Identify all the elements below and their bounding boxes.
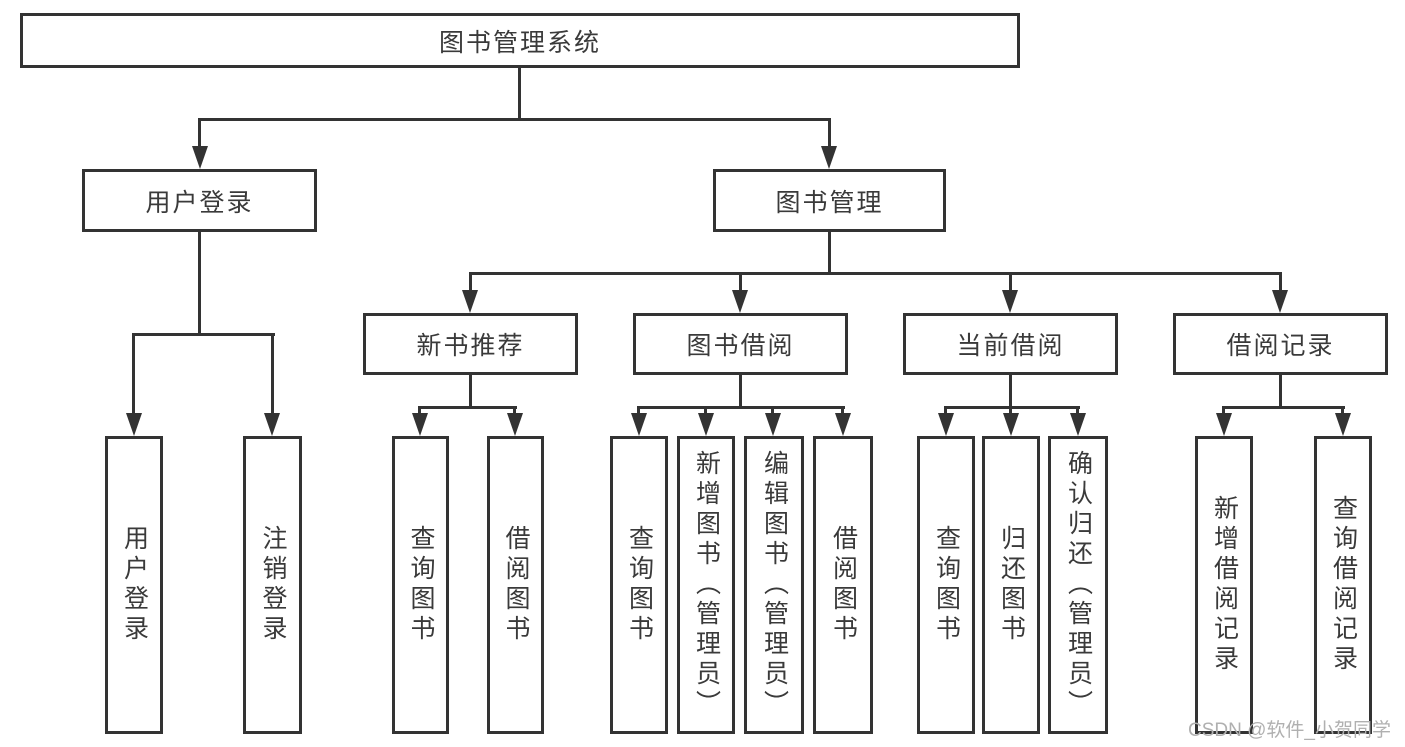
node-user-login: 用户登录 <box>82 169 317 232</box>
arrow-down-icon <box>507 413 523 436</box>
arrow-down-icon <box>1070 413 1086 436</box>
connector-book-mgmt-stem <box>828 232 831 275</box>
arrow-down-icon <box>835 413 851 436</box>
connector-branch-line <box>944 406 1080 409</box>
arrow-down-icon <box>765 413 781 436</box>
node-leaf-query-books-borrow: 查询图书 <box>610 436 668 734</box>
connector-stem <box>469 375 472 409</box>
connector-stub <box>469 272 472 292</box>
connector-branch-line <box>637 406 845 409</box>
connector-stub <box>739 272 742 292</box>
arrow-down-icon <box>126 413 142 436</box>
connector-stub <box>771 406 774 416</box>
connector-user-login-branch-line <box>133 333 275 336</box>
node-leaf-edit-book-admin: 编辑图书（管理员） <box>744 436 804 734</box>
connector-stub <box>132 333 135 416</box>
connector-stub <box>944 406 947 416</box>
arrow-down-icon <box>1335 413 1351 436</box>
connector-stub <box>637 406 640 416</box>
node-leaf-logout: 注销登录 <box>243 436 302 734</box>
connector-stub <box>1279 272 1282 292</box>
node-leaf-query-books-recommend: 查询图书 <box>392 436 449 734</box>
connector-stub <box>513 406 516 416</box>
node-leaf-add-borrow-record: 新增借阅记录 <box>1195 436 1253 734</box>
connector-user-login-stub <box>198 118 201 148</box>
arrow-down-icon <box>462 290 478 313</box>
connector-stub <box>1009 272 1012 292</box>
connector-stub <box>841 406 844 416</box>
node-leaf-add-book-admin: 新增图书（管理员） <box>677 436 735 734</box>
arrow-down-icon <box>1002 290 1018 313</box>
node-leaf-user-login: 用户登录 <box>105 436 163 734</box>
arrow-down-icon <box>732 290 748 313</box>
node-leaf-borrow-books: 借阅图书 <box>813 436 873 734</box>
node-leaf-query-books-current: 查询图书 <box>917 436 975 734</box>
arrow-down-icon <box>698 413 714 436</box>
arrow-down-icon <box>1272 290 1288 313</box>
node-book-borrow: 图书借阅 <box>633 313 848 375</box>
arrow-down-icon <box>631 413 647 436</box>
node-borrow-records: 借阅记录 <box>1173 313 1388 375</box>
connector-stem <box>1009 375 1012 409</box>
arrow-down-icon <box>412 413 428 436</box>
connector-root-stem <box>518 68 521 120</box>
node-new-book-recommend: 新书推荐 <box>363 313 578 375</box>
node-leaf-return-books: 归还图书 <box>982 436 1040 734</box>
connector-book-mgmt-stub <box>828 118 831 148</box>
arrow-down-icon <box>821 146 837 169</box>
connector-stub <box>1222 406 1225 416</box>
connector-stub <box>1009 406 1012 416</box>
connector-branch-line <box>1222 406 1345 409</box>
connector-stub <box>1341 406 1344 416</box>
connector-user-login-stem <box>198 232 201 336</box>
node-leaf-borrow-books-recommend: 借阅图书 <box>487 436 544 734</box>
connector-book-mgmt-branch-line <box>469 272 1282 275</box>
connector-root-branch-line <box>198 118 831 121</box>
connector-stub <box>271 333 274 416</box>
node-current-borrow: 当前借阅 <box>903 313 1118 375</box>
connector-stub <box>704 406 707 416</box>
connector-stub <box>1076 406 1079 416</box>
node-library-management-system: 图书管理系统 <box>20 13 1020 68</box>
node-leaf-query-borrow-record: 查询借阅记录 <box>1314 436 1372 734</box>
node-book-management: 图书管理 <box>713 169 946 232</box>
node-leaf-confirm-return-admin: 确认归还（管理员） <box>1048 436 1108 734</box>
connector-stem <box>1279 375 1282 409</box>
connector-stem <box>739 375 742 409</box>
connector-branch-line <box>418 406 517 409</box>
connector-stub <box>418 406 421 416</box>
csdn-watermark: CSDN @软件_小贺同学 <box>1188 720 1391 741</box>
arrow-down-icon <box>264 413 280 436</box>
arrow-down-icon <box>192 146 208 169</box>
arrow-down-icon <box>1003 413 1019 436</box>
arrow-down-icon <box>938 413 954 436</box>
arrow-down-icon <box>1216 413 1232 436</box>
